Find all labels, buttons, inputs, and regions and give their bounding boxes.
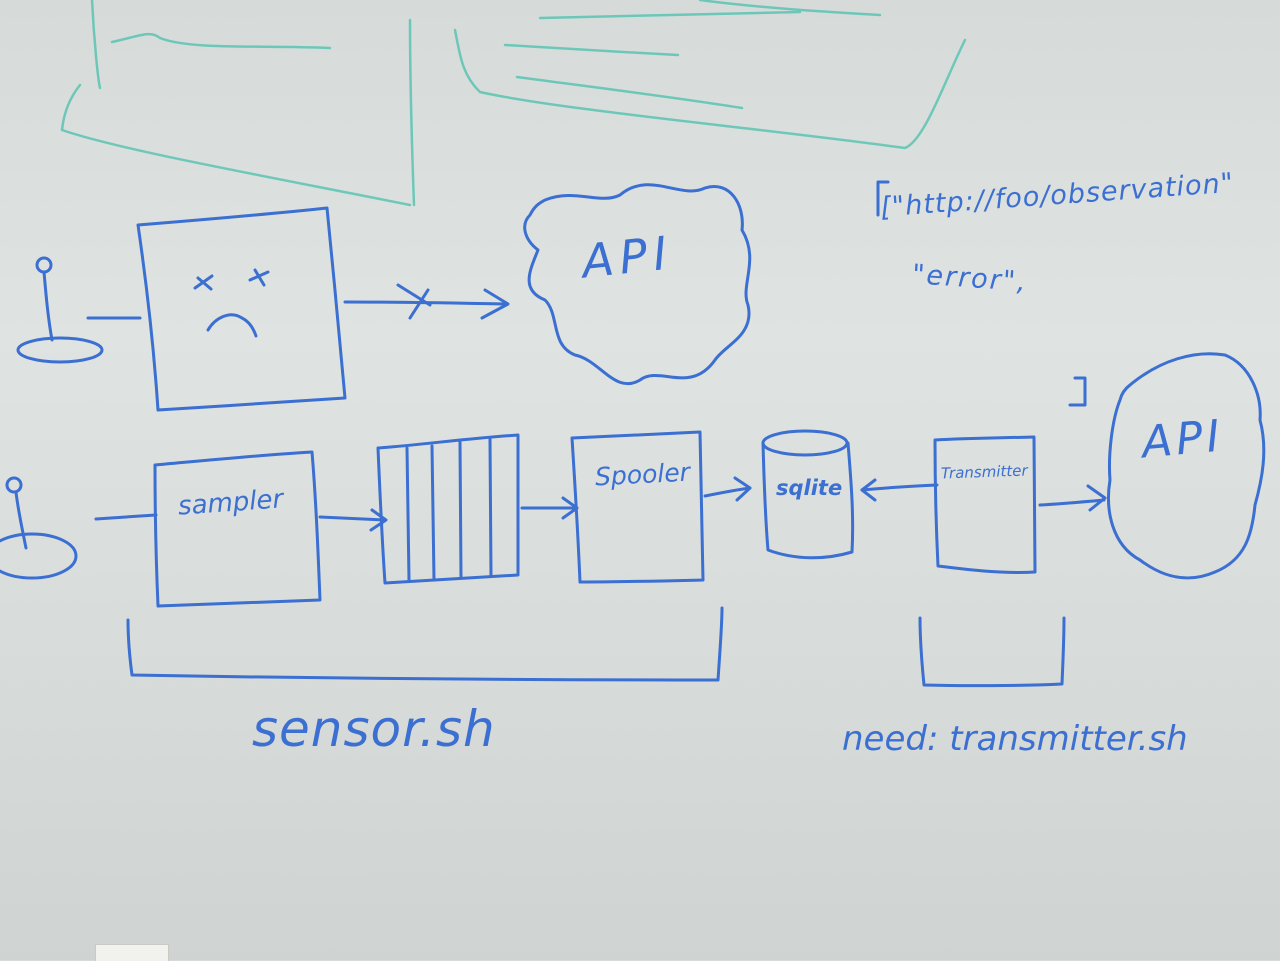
spooler-label: Spooler	[594, 457, 691, 492]
sqlite-label: sqlite	[776, 476, 843, 500]
api-label-top: API	[579, 225, 676, 289]
arrow-transmitter-to-api	[1038, 484, 1107, 512]
sensor-icon	[16, 256, 142, 364]
transmitter-box	[933, 435, 1037, 575]
api-label-bottom: API	[1139, 410, 1226, 469]
database-icon	[761, 429, 855, 560]
arrow-queue-to-spooler	[520, 496, 579, 520]
sampler-label: sampler	[177, 484, 285, 522]
failed-connection-arrow	[343, 283, 510, 320]
sensor-script-label: sensor.sh	[252, 700, 496, 758]
wall-outlet	[95, 944, 169, 961]
teal-sketch-right	[453, 0, 967, 150]
arrow-sampler-to-queue	[318, 508, 388, 532]
spooler-box	[570, 430, 705, 584]
sensor-icon-2	[0, 476, 158, 580]
api-cloud-bottom	[1107, 352, 1266, 580]
queue-icon	[376, 433, 520, 585]
sad-face-icon	[193, 268, 270, 338]
sampler-box	[153, 450, 322, 608]
api-cloud-top	[523, 183, 752, 386]
arrow-spooler-to-sqlite	[703, 476, 752, 502]
failed-device-box	[136, 206, 347, 412]
bracket-icon-transmitter	[918, 616, 1066, 688]
json-error-annotation: "error",	[911, 258, 1029, 299]
transmitter-script-label: need: transmitter.sh	[842, 719, 1188, 759]
bracket-icon-sensor	[126, 606, 724, 682]
teal-sketch-left	[60, 0, 416, 207]
arrow-transmitter-to-sqlite	[860, 478, 939, 502]
transmitter-label: Transmitter	[940, 461, 1028, 483]
json-bracket	[876, 180, 1087, 407]
